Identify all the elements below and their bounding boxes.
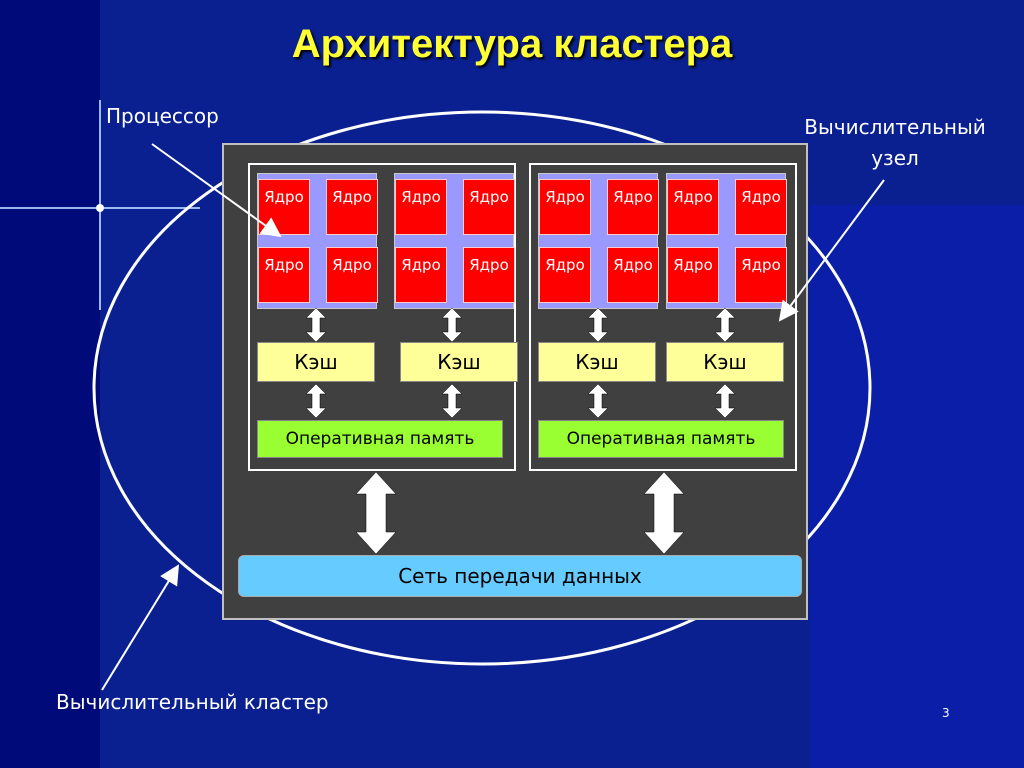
- node-callout-arrow: [778, 179, 885, 322]
- double-arrow-icon: [305, 383, 327, 419]
- core: Ядро: [395, 179, 447, 235]
- core: Ядро: [735, 247, 787, 303]
- core: Ядро: [258, 247, 310, 303]
- compute-node-1: [248, 163, 516, 471]
- cache-2: Кэш: [400, 342, 518, 382]
- core: Ядро: [326, 179, 378, 235]
- compute-node-label-line2: узел: [871, 146, 919, 170]
- double-arrow-icon: [305, 307, 327, 343]
- cache-4: Кэш: [666, 342, 784, 382]
- ram-1: Оперативная память: [257, 420, 503, 458]
- double-arrow-icon: [587, 383, 609, 419]
- processor-label: Процессор: [106, 104, 219, 128]
- ram-2: Оперативная память: [538, 420, 784, 458]
- slide-title: Архитектура кластера: [291, 22, 733, 66]
- core: Ядро: [463, 247, 515, 303]
- compute-node-label-line1: Вычислительный: [804, 115, 986, 139]
- double-arrow-icon: [587, 307, 609, 343]
- double-arrow-icon: [441, 383, 463, 419]
- double-arrow-icon: [714, 307, 736, 343]
- core: Ядро: [735, 179, 787, 235]
- core: Ядро: [667, 247, 719, 303]
- core: Ядро: [326, 247, 378, 303]
- double-arrow-icon: [355, 471, 397, 555]
- core: Ядро: [539, 179, 591, 235]
- cache-1: Кэш: [257, 342, 375, 382]
- core: Ядро: [395, 247, 447, 303]
- cluster-label: Вычислительный кластер: [56, 690, 329, 714]
- core: Ядро: [463, 179, 515, 235]
- double-arrow-icon: [714, 383, 736, 419]
- cache-3: Кэш: [538, 342, 656, 382]
- core: Ядро: [607, 179, 659, 235]
- double-arrow-icon: [643, 471, 685, 555]
- compute-node-label: Вычислительный узел: [760, 112, 1024, 174]
- core: Ядро: [667, 179, 719, 235]
- data-network: Сеть передачи данных: [238, 555, 802, 597]
- core: Ядро: [607, 247, 659, 303]
- double-arrow-icon: [441, 307, 463, 343]
- cluster-callout-arrow: [101, 564, 180, 691]
- processor-callout-arrow: [151, 143, 282, 238]
- core: Ядро: [539, 247, 591, 303]
- cluster-panel: Ядро Ядро Ядро Ядро Ядро Ядро Ядро Ядро …: [222, 143, 808, 620]
- page-number: 3: [942, 706, 950, 720]
